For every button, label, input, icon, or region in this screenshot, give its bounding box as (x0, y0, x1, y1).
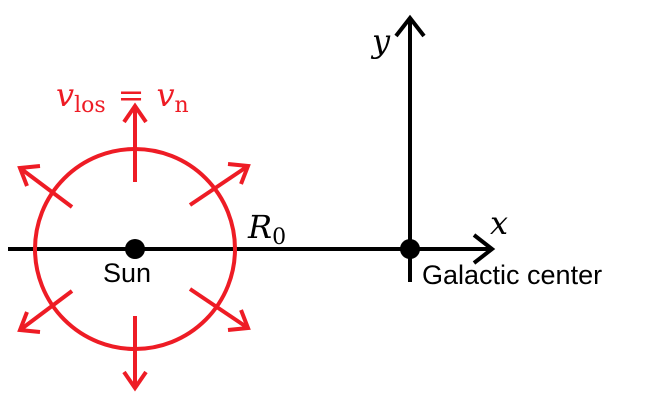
sun-label: Sun (103, 258, 151, 288)
radial-arrow-upper-right (188, 162, 251, 207)
radial-arrow-lower-left (17, 289, 74, 334)
velocity-los-subscript: los (74, 93, 106, 118)
radial-arrow-up (122, 102, 148, 182)
y-axis-label: y (370, 22, 391, 60)
distance-subscript: 0 (272, 225, 286, 250)
velocity-los-symbol: v (56, 76, 74, 114)
distance-label: R0 (247, 208, 286, 250)
velocity-n-symbol: v (156, 76, 174, 114)
sun-dot (125, 239, 145, 259)
velocity-equals: = (118, 76, 145, 114)
velocity-label: vlos=vn (56, 76, 189, 118)
radial-arrow-lower-right (188, 287, 251, 332)
galactic-center-label: Galactic center (422, 260, 602, 290)
distance-symbol: R (247, 208, 272, 246)
y-axis-arrowhead (394, 14, 426, 38)
x-axis-arrowhead (472, 233, 496, 265)
x-axis-label: x (490, 204, 508, 242)
radial-arrows (17, 102, 251, 392)
radial-arrow-down (122, 316, 148, 392)
radial-arrow-upper-left (17, 164, 74, 209)
velocity-n-subscript: n (175, 93, 189, 118)
galactic-center-dot (400, 239, 420, 259)
